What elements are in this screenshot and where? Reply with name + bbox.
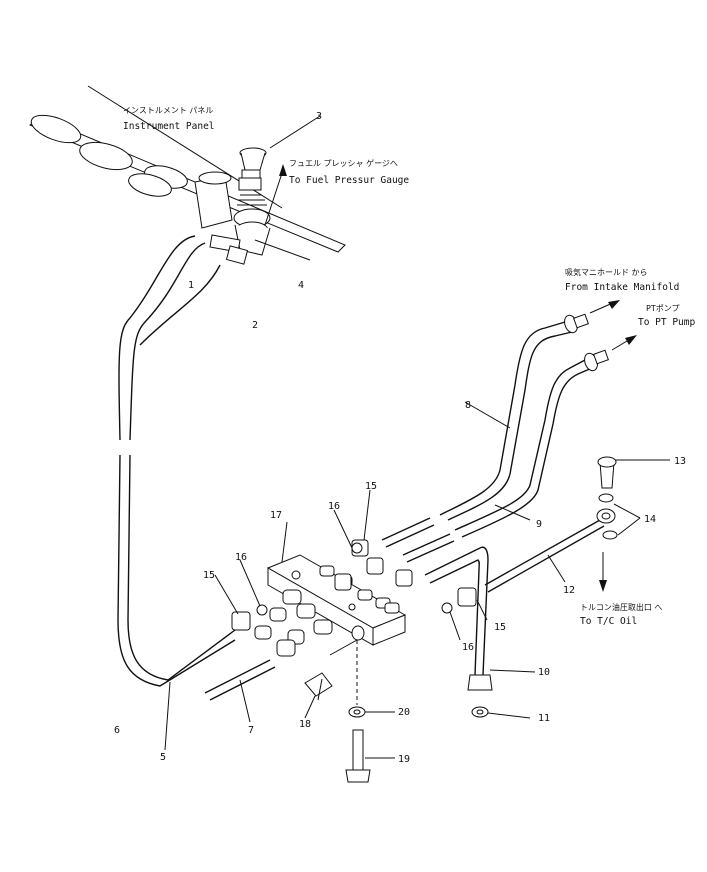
part-number: 14	[644, 514, 656, 525]
manifold-block	[266, 521, 407, 646]
tube-5-6	[117, 235, 236, 751]
part-number: 15	[203, 570, 215, 581]
part-numbers: 3 1 2 4 8 9 13 14 12 15 16 17 16 15 15 1…	[114, 111, 686, 765]
part-number: 16	[462, 642, 474, 653]
intake-manifold-jp-label: 吸気マニホールド から	[565, 267, 648, 277]
tube-9	[402, 335, 637, 563]
tc-oil-en-label: To T/C Oil	[580, 616, 637, 627]
part-number: 5	[160, 752, 166, 763]
part-number: 16	[328, 501, 340, 512]
nipples-and-nuts	[214, 489, 531, 783]
fuel-gauge-en-label: To Fuel Pressur Gauge	[289, 175, 409, 186]
part-number: 11	[538, 713, 550, 724]
instrument-panel-jp-label: インストルメント パネル	[123, 106, 213, 115]
part-number: 17	[270, 510, 282, 521]
tube-8	[381, 300, 620, 548]
pt-pump-jp-label: PTポンプ	[646, 304, 679, 313]
part-number: 13	[674, 456, 686, 467]
part-number: 1	[188, 280, 194, 291]
part-number: 4	[298, 280, 304, 291]
part-number: 9	[536, 519, 542, 530]
tube-12	[484, 456, 670, 593]
part-number: 18	[299, 719, 311, 730]
instrument-panel	[29, 85, 346, 253]
part-number: 15	[365, 481, 377, 492]
part-number: 6	[114, 725, 120, 736]
part-number: 19	[398, 754, 410, 765]
part-number: 3	[316, 111, 322, 122]
part-number: 10	[538, 667, 550, 678]
part-number: 7	[248, 725, 254, 736]
fuel-gauge-jp-label: フュエル プレッシャ ゲージへ	[289, 158, 398, 168]
instrument-panel-en-label: Instrument Panel	[123, 121, 215, 132]
pt-pump-en-label: To PT Pump	[638, 317, 695, 328]
part-number: 12	[563, 585, 575, 596]
part-number: 16	[235, 552, 247, 563]
part-number: 2	[252, 320, 258, 331]
callouts: インストルメント パネル Instrument Panel フュエル プレッシャ…	[123, 106, 695, 627]
tube-7	[204, 659, 276, 723]
gauge-fitting-cluster	[209, 115, 321, 265]
part-number: 20	[398, 707, 410, 718]
tube-10	[424, 546, 536, 691]
tc-oil-jp-label: トルコン油圧取出口 へ	[580, 602, 662, 612]
intake-manifold-en-label: From Intake Manifold	[565, 282, 679, 293]
part-number: 8	[465, 400, 471, 411]
part-number: 15	[494, 622, 506, 633]
